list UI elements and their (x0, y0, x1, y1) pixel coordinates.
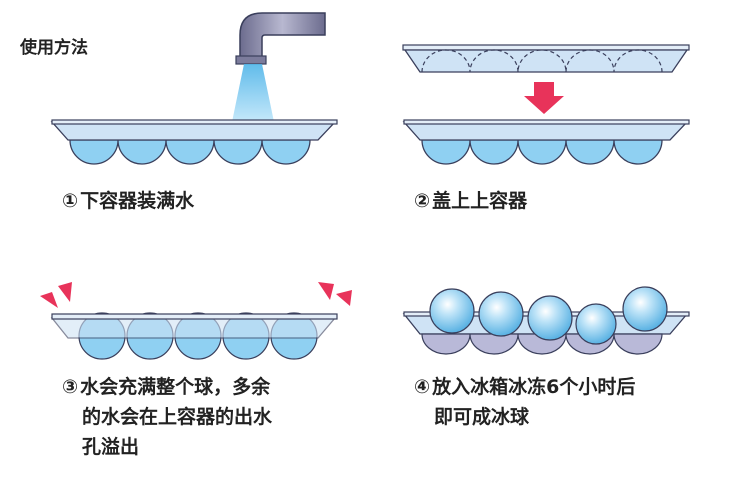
step-text: 盖上上容器 (432, 190, 528, 212)
upper-tray (402, 44, 690, 73)
ice-ball (429, 288, 475, 334)
step-text: 水会充满整个球，多余 (80, 376, 271, 398)
closed-mold (50, 312, 338, 360)
ice-ball (478, 291, 524, 337)
page-title: 使用方法 (20, 38, 88, 58)
lower-tray-filled (50, 119, 338, 165)
ice-ball (575, 303, 617, 345)
step-text: 下容器装满水 (80, 190, 195, 212)
lower-tray (402, 119, 690, 165)
ice-ball (527, 295, 573, 341)
step-number: ① (62, 190, 79, 212)
step-text: 放入冰箱冰冻6个小时后 (432, 376, 636, 398)
step-text: 的水会在上容器的出水 (82, 406, 273, 428)
water-stream (232, 64, 274, 122)
arrow-down-icon (524, 82, 564, 114)
overflow-mark-right (336, 290, 352, 306)
overflow-mark-left (58, 282, 72, 302)
step-number: ③ (62, 376, 79, 398)
step-text: 即可成冰球 (434, 406, 530, 428)
step-text: 孔溢出 (82, 436, 140, 458)
faucet-icon (235, 12, 326, 65)
overflow-mark-right (318, 282, 334, 300)
ice-ball (622, 286, 668, 332)
step-number: ④ (414, 376, 431, 398)
frozen-mold (402, 286, 690, 355)
step-number: ② (414, 190, 431, 212)
overflow-mark-left (40, 292, 58, 308)
